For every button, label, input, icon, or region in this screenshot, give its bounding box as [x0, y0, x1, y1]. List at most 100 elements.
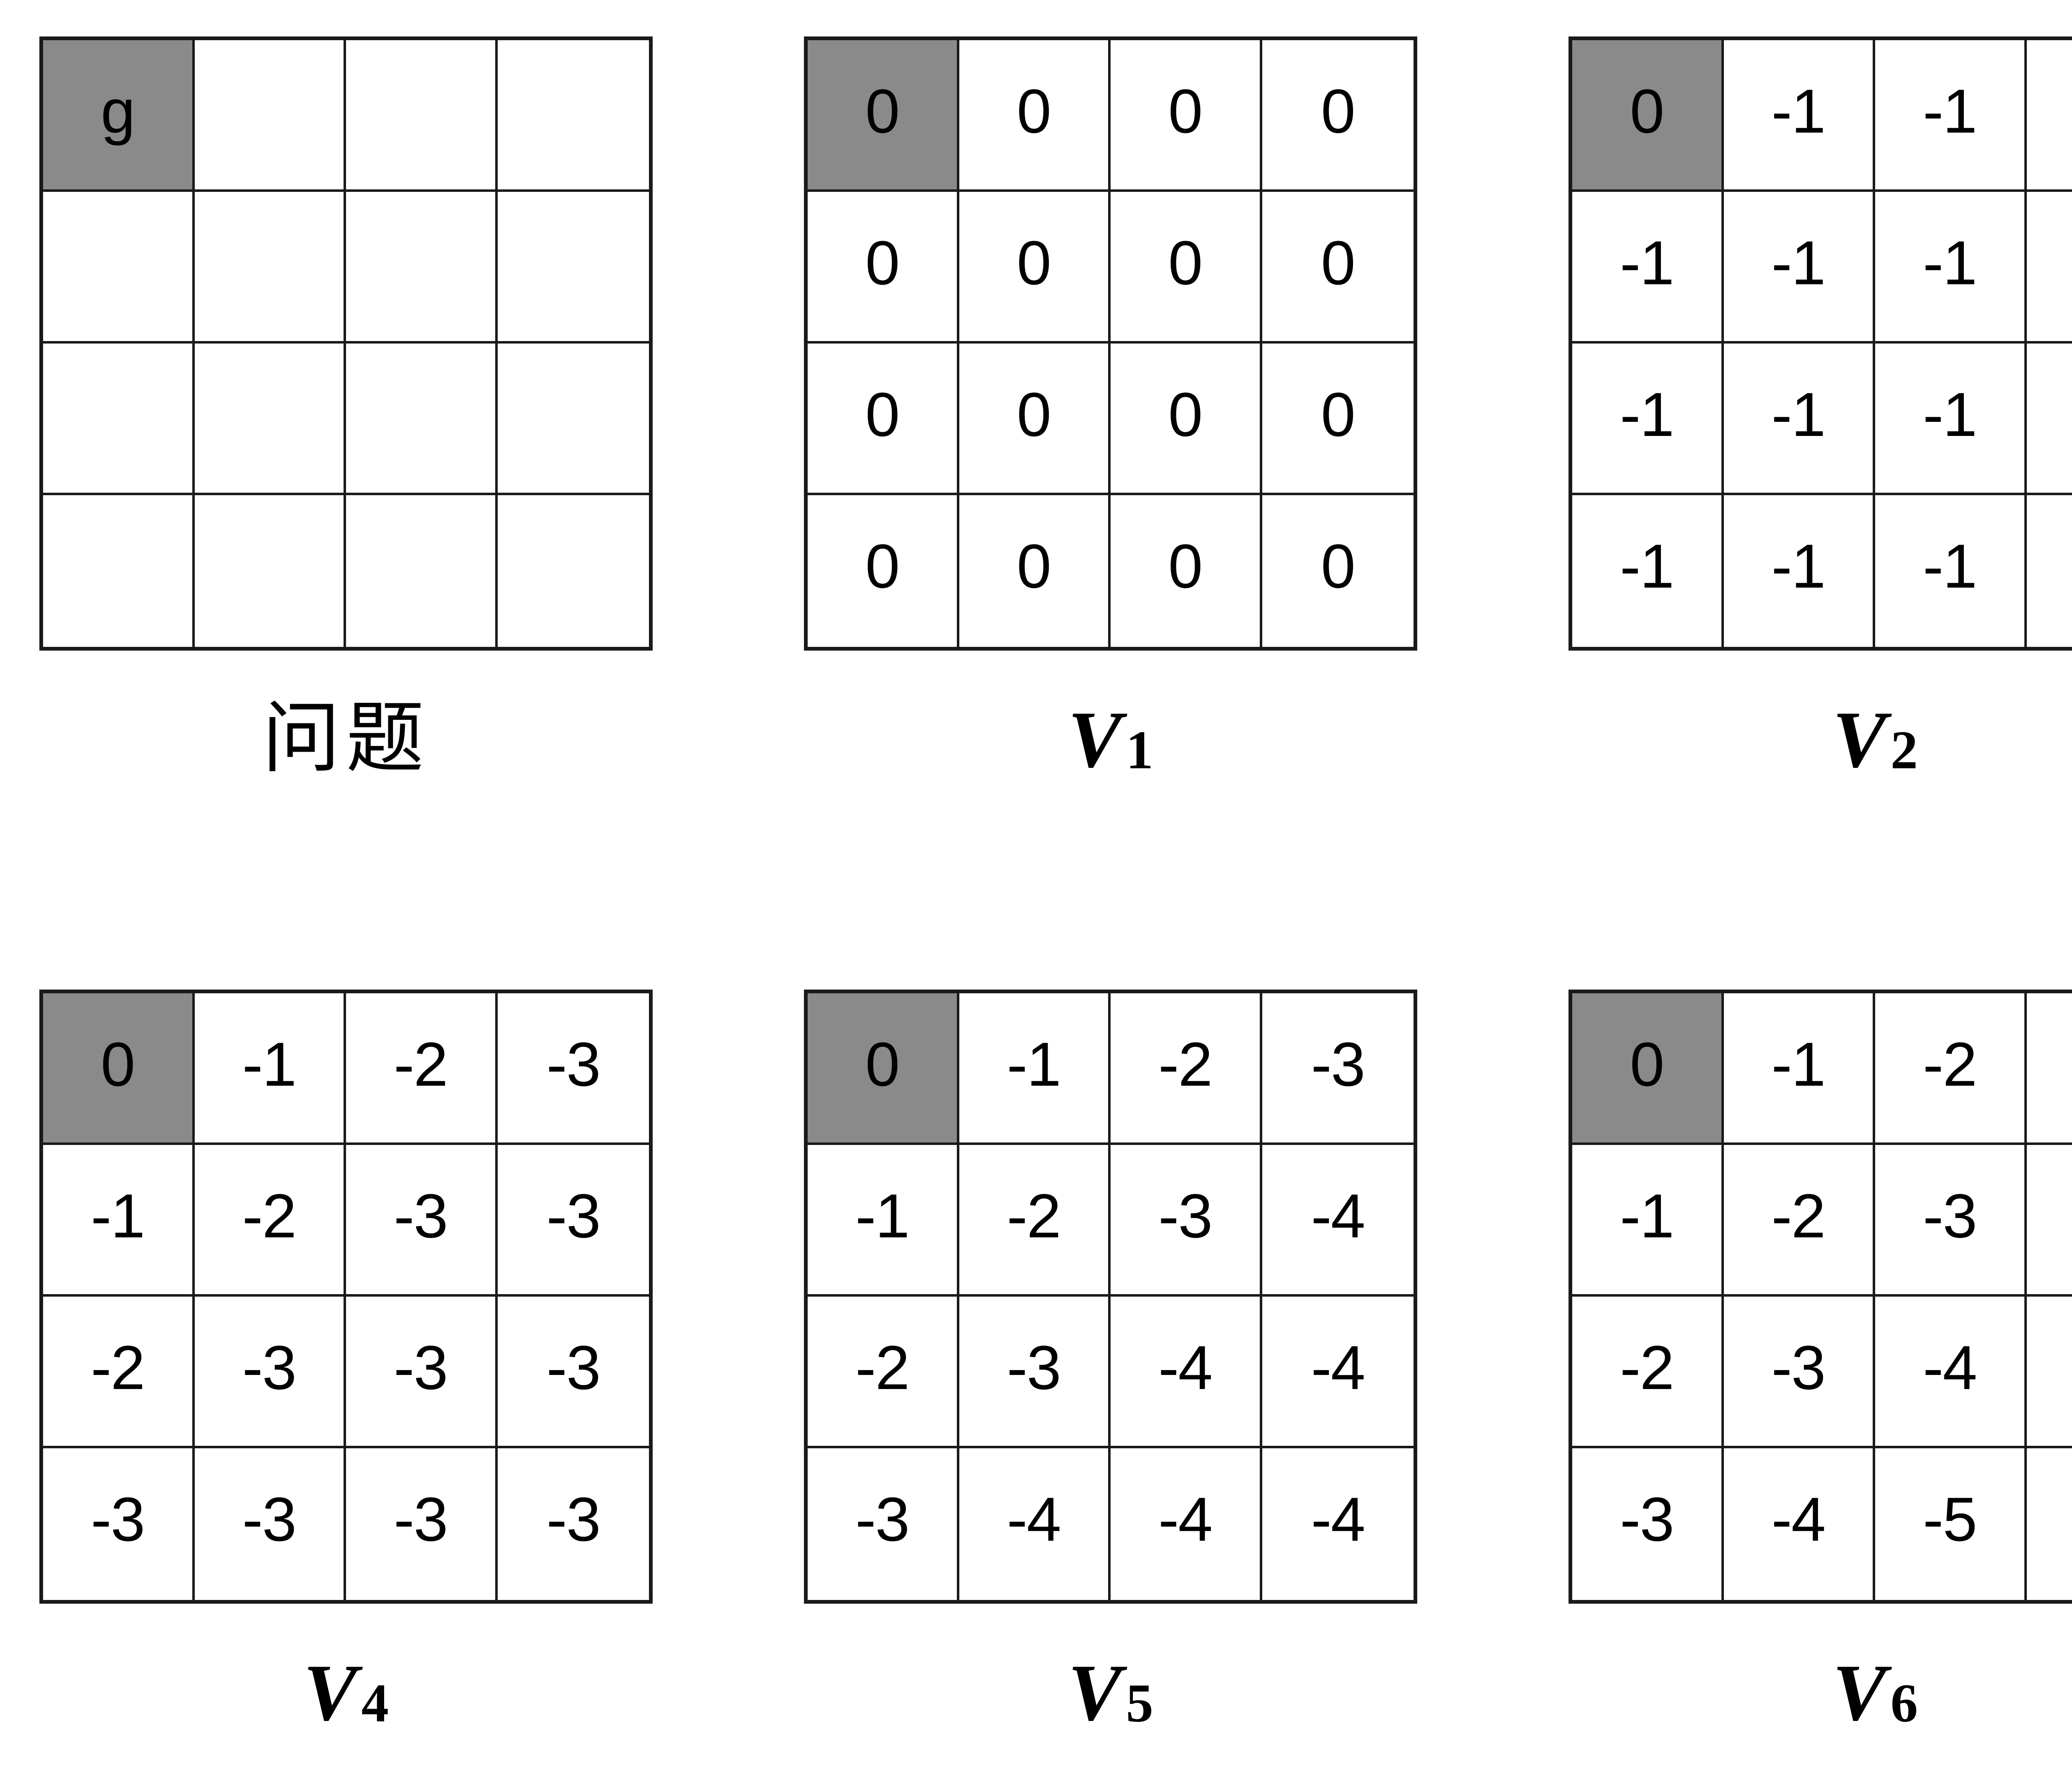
- grid-cell-value: -3: [546, 1333, 601, 1402]
- grid-cell: -1: [1875, 40, 2027, 192]
- grid-cell: 0: [808, 192, 959, 344]
- grid-cell: -3: [808, 1448, 959, 1600]
- grid-cell: -5: [1875, 1448, 2027, 1600]
- grid-cell-value: -1: [1923, 531, 1977, 601]
- grid-cell-value: 0: [1630, 76, 1664, 146]
- grid-cell: -2: [346, 993, 498, 1145]
- grid-cell: -4: [1262, 1448, 1414, 1600]
- grid-cell: -3: [1723, 1297, 1875, 1448]
- grid-cell-value: -1: [1620, 531, 1674, 601]
- grid-cell: -3: [346, 1297, 498, 1448]
- grid-cell-value: 0: [1017, 531, 1051, 601]
- grid-table: 0-1-2-3-1-2-3-3-2-3-3-3-3-3-3-3: [39, 990, 653, 1604]
- grid-cell-value: -3: [394, 1181, 448, 1251]
- grid-cell: -1: [808, 1145, 959, 1297]
- grid-cell: 0: [1111, 40, 1262, 192]
- grid-cell: -4: [1262, 1297, 1414, 1448]
- grid-cell: -1: [2026, 344, 2072, 495]
- grid-cell: -3: [959, 1297, 1111, 1448]
- grid-cell-value: -1: [91, 1181, 145, 1251]
- grid-cell-value: -3: [855, 1484, 910, 1554]
- grid-cell-value: 0: [1017, 380, 1051, 449]
- panel-caption: V5: [804, 1653, 1417, 1733]
- value-grid-panel: 0-1-1-1-1-1-1-1-1-1-1-1-1-1-1-1V2: [1569, 36, 2072, 780]
- grid-cell-value: -4: [1923, 1333, 1977, 1402]
- grid-cell-value: -4: [1158, 1333, 1213, 1402]
- grid-cell: -3: [346, 1448, 498, 1600]
- grid-cell: [43, 495, 195, 647]
- grid-cell: [43, 344, 195, 495]
- grid-cell: [194, 495, 346, 647]
- grid-cell-terminal: 0: [808, 993, 959, 1145]
- grid-cell-value: -3: [546, 1029, 601, 1099]
- caption-subscript: 2: [1890, 719, 1918, 781]
- grid-cell: -5: [2026, 1448, 2072, 1600]
- grid-cell-value: -1: [1771, 1029, 1826, 1099]
- grid-cell-value: -1: [1620, 380, 1674, 449]
- grid-cell-value: 0: [865, 76, 900, 146]
- grid-cell-value: 0: [865, 1029, 900, 1099]
- grid-cell: [497, 192, 649, 344]
- grid-cell: -1: [1723, 993, 1875, 1145]
- grid-cell: -1: [1723, 192, 1875, 344]
- caption-symbol: V: [1832, 695, 1887, 784]
- grid-cell-value: -3: [1158, 1181, 1213, 1251]
- grid-cell: -2: [1723, 1145, 1875, 1297]
- grid-cell: 0: [1111, 495, 1262, 647]
- grid-cell: -1: [1572, 495, 1724, 647]
- grid-cell-value: 0: [1168, 380, 1203, 449]
- grid-cell: -3: [43, 1448, 195, 1600]
- panel-caption: V2: [1569, 699, 2072, 780]
- grid-cell: -3: [1262, 993, 1414, 1145]
- grid-cell-value: 0: [1168, 531, 1203, 601]
- grid-cell-value: -3: [546, 1181, 601, 1251]
- grid-cell-value: -2: [1923, 1029, 1977, 1099]
- grid-cell-value: -3: [91, 1484, 145, 1554]
- grid-cell: -3: [1572, 1448, 1724, 1600]
- grid-cell-terminal: 0: [1572, 993, 1724, 1145]
- caption-symbol: V: [303, 1648, 358, 1738]
- grid-cell-value: -4: [1311, 1333, 1365, 1402]
- grid-cell-value: -2: [1620, 1333, 1674, 1402]
- grid-cell-value: -1: [1007, 1029, 1061, 1099]
- grid-cell: [194, 192, 346, 344]
- grid-cell-terminal: g: [43, 40, 195, 192]
- grid-cell: -1: [43, 1145, 195, 1297]
- grid-cell: -2: [1111, 993, 1262, 1145]
- grid-cell: 0: [959, 344, 1111, 495]
- grid-cell-value: -3: [1311, 1029, 1365, 1099]
- grid-cell-value: -3: [394, 1333, 448, 1402]
- grid-cell: -3: [2026, 993, 2072, 1145]
- grid-cell-value: -1: [1620, 228, 1674, 298]
- grid-cell-value: 0: [101, 1029, 135, 1099]
- grid-cell-value: -2: [1771, 1181, 1826, 1251]
- grid-cell-value: -4: [1311, 1484, 1365, 1554]
- grid-cell: -1: [194, 993, 346, 1145]
- grid-table: 0-1-2-3-1-2-3-4-2-3-4-4-3-4-4-4: [804, 990, 1417, 1604]
- grid-cell: -1: [1875, 192, 2027, 344]
- grid-cell-value: -2: [1158, 1029, 1213, 1099]
- grid-cell: [346, 40, 498, 192]
- grid-cell-value: 0: [1321, 228, 1356, 298]
- grid-cell-value: -1: [1923, 76, 1977, 146]
- grid-cell: 0: [808, 495, 959, 647]
- grid-cell-value: -1: [1923, 380, 1977, 449]
- grid-cell-value: -1: [1923, 228, 1977, 298]
- grid-cell-value: 0: [1630, 1029, 1664, 1099]
- grid-cell-value: -1: [1771, 228, 1826, 298]
- grid-cell: 0: [959, 495, 1111, 647]
- grid-cell-value: -1: [1771, 76, 1826, 146]
- grid-cell: -5: [2026, 1297, 2072, 1448]
- caption-subscript: 4: [361, 1672, 389, 1734]
- grid-cell: -3: [497, 1297, 649, 1448]
- grid-cell-value: -4: [1158, 1484, 1213, 1554]
- grid-cell: [194, 344, 346, 495]
- grid-cell-value: 0: [1168, 228, 1203, 298]
- grid-cell: 0: [1262, 40, 1414, 192]
- panel-caption: V1: [804, 699, 1417, 780]
- grid-cell-terminal: 0: [808, 40, 959, 192]
